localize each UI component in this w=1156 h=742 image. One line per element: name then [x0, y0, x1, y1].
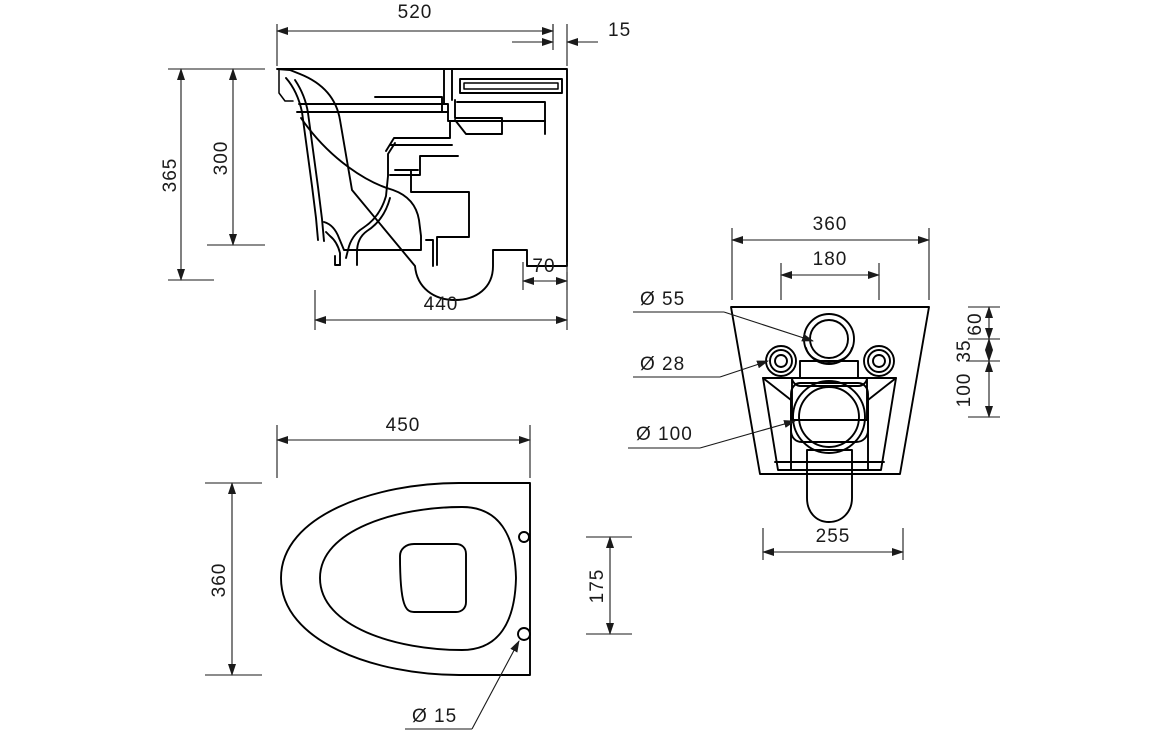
side-mid-shelf	[374, 96, 443, 113]
rear-wing-left	[762, 377, 792, 471]
fixing-bolt-left-inner	[774, 354, 788, 368]
side-bowl-base-left2	[334, 255, 341, 266]
dim-440-label: 440	[424, 294, 459, 315]
waste-outlet-outer-circle	[792, 380, 866, 454]
dim-255-label: 255	[816, 526, 851, 547]
side-bowl-inner-curve	[300, 117, 422, 251]
dim-100-vertical-label: 100	[954, 373, 975, 408]
dim-300-label: 300	[211, 141, 232, 176]
callout-dia-100-label: Ø 100	[636, 424, 693, 445]
dim-70-label: 70	[532, 256, 555, 277]
dim-15-top-label: 15	[608, 20, 631, 41]
dim-360-plan-label: 360	[209, 563, 230, 598]
dim-365: 365	[160, 68, 214, 281]
side-bowl-base-left	[325, 231, 341, 266]
dim-520: 520	[276, 2, 554, 66]
plan-fixing-hole-top	[518, 531, 530, 543]
rear-body-outline	[730, 306, 930, 475]
side-flush-pipe	[459, 78, 563, 94]
dim-360-rear: 360	[731, 214, 930, 300]
dim-520-label: 520	[398, 2, 433, 23]
callout-dia-100: Ø 100	[628, 420, 796, 449]
dim-365-label: 365	[160, 158, 181, 193]
dim-180: 180	[780, 249, 880, 300]
plan-outer-outline	[280, 482, 531, 676]
side-right-step	[410, 169, 470, 266]
waste-outlet-inner-circle	[798, 386, 860, 448]
dim-450: 450	[276, 415, 531, 478]
side-rear-chamber	[454, 99, 503, 135]
side-trap-curve	[345, 142, 396, 259]
dim-60-label: 60	[965, 312, 986, 335]
dim-360-plan: 360	[205, 482, 262, 676]
dim-255: 255	[762, 526, 904, 560]
side-trap-inner	[356, 197, 391, 266]
callout-dia-15-label: Ø 15	[412, 706, 457, 727]
dim-vertical-stack: 60 35 100	[954, 306, 1000, 418]
side-rim-inner-left-2	[294, 79, 325, 242]
dim-360-rear-label: 360	[813, 214, 848, 235]
flush-inlet-boss	[805, 347, 853, 363]
rear-outlet-lobe	[806, 449, 853, 523]
dim-300: 300	[207, 68, 265, 246]
fixing-bolt-right-mid	[867, 349, 891, 373]
side-rim-inner-left	[285, 77, 319, 241]
plan-seat-inner-ring	[319, 506, 517, 651]
dim-70: 70	[522, 256, 568, 290]
callout-dia-55-label: Ø 55	[640, 289, 685, 310]
rear-view	[730, 306, 930, 523]
side-section-view	[276, 68, 568, 301]
side-flush-pipe-inner	[463, 82, 559, 90]
dim-450-label: 450	[386, 415, 421, 436]
plan-view	[280, 482, 531, 676]
side-outlet-ledge	[389, 155, 459, 176]
callout-dia-15: Ø 15	[405, 640, 520, 730]
side-right-step2	[425, 239, 434, 267]
callout-dia-28: Ø 28	[633, 354, 769, 378]
side-rim-top-detail	[278, 69, 294, 102]
callout-dia-55: Ø 55	[633, 289, 814, 342]
rear-wing-right	[867, 377, 897, 471]
dim-440: 440	[314, 272, 568, 330]
plan-fixing-hole-bottom	[517, 627, 531, 641]
dim-175: 175	[586, 536, 632, 635]
dim-175-label: 175	[587, 569, 608, 604]
rear-central-pad	[791, 377, 868, 421]
side-rear-chamber-diag	[456, 101, 546, 135]
fixing-bolt-right-inner	[872, 354, 886, 368]
plan-central-aperture	[399, 543, 467, 613]
dim-15-top: 15	[512, 20, 631, 66]
fixing-bolt-left-mid	[769, 349, 793, 373]
dim-180-label: 180	[813, 249, 848, 270]
dim-35-label: 35	[954, 339, 975, 362]
fixing-bolt-right-outer	[863, 345, 895, 377]
side-body-outline	[276, 68, 568, 301]
callout-dia-28-label: Ø 28	[640, 354, 685, 375]
